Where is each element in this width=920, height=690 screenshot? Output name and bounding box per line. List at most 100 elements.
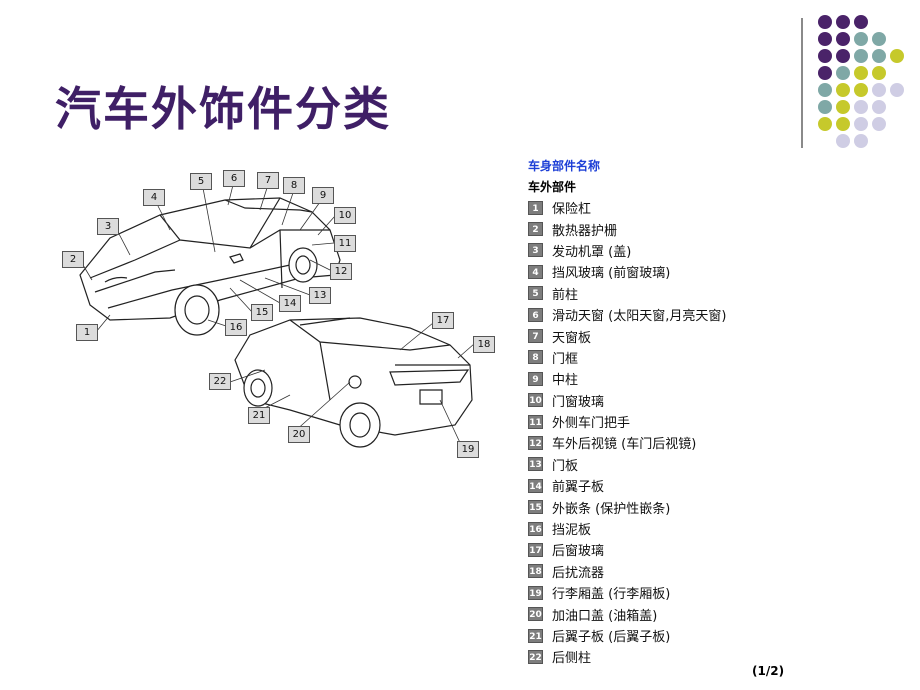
legend-label: 保险杠 bbox=[552, 202, 592, 218]
legend-item: 14 前翼子板 bbox=[528, 475, 808, 496]
legend-item: 19 行李厢盖 (行李厢板) bbox=[528, 582, 808, 603]
dot bbox=[818, 117, 832, 131]
dot bbox=[854, 83, 868, 97]
dot bbox=[872, 66, 886, 80]
diagram-label-1: 1 bbox=[76, 324, 98, 341]
legend-label: 散热器护栅 bbox=[552, 223, 618, 239]
leader-lines bbox=[82, 184, 475, 448]
diagram-label-15: 15 bbox=[251, 304, 273, 321]
legend-number-badge: 8 bbox=[528, 350, 543, 365]
diagram-label-10: 10 bbox=[334, 207, 356, 224]
legend-number-badge: 17 bbox=[528, 542, 543, 557]
legend-number-badge: 2 bbox=[528, 222, 543, 237]
legend-number-badge: 19 bbox=[528, 585, 543, 600]
dot bbox=[836, 83, 850, 97]
dot bbox=[890, 49, 904, 63]
legend-label: 行李厢盖 (行李厢板) bbox=[552, 587, 671, 603]
dot bbox=[818, 66, 832, 80]
legend-label: 门框 bbox=[552, 351, 579, 367]
front-car-outline bbox=[79, 197, 341, 336]
diagram-label-20: 20 bbox=[288, 426, 310, 443]
diagram-label-21: 21 bbox=[248, 407, 270, 424]
dot bbox=[836, 66, 850, 80]
legend-label: 前柱 bbox=[552, 287, 579, 303]
diagram-label-18: 18 bbox=[473, 336, 495, 353]
dot bbox=[854, 66, 868, 80]
dot bbox=[872, 83, 886, 97]
legend-item: 1 保险杠 bbox=[528, 197, 808, 218]
legend-subheading: 车外部件 bbox=[528, 180, 577, 194]
legend-label: 车外后视镜 (车门后视镜) bbox=[552, 437, 697, 453]
dot bbox=[854, 15, 868, 29]
legend-label: 挡风玻璃 (前窗玻璃) bbox=[552, 266, 671, 282]
diagram-label-11: 11 bbox=[334, 235, 356, 252]
legend-item: 21 后翼子板 (后翼子板) bbox=[528, 625, 808, 646]
legend-number-badge: 13 bbox=[528, 457, 543, 472]
dot bbox=[818, 49, 832, 63]
dot bbox=[872, 117, 886, 131]
diagram-label-13: 13 bbox=[309, 287, 331, 304]
page-title: 汽车外饰件分类 bbox=[55, 82, 391, 136]
car-diagram: 1 2 3 4 5 6 7 8 9 10 11 12 13 14 15 16 1… bbox=[50, 160, 510, 460]
diagram-label-7: 7 bbox=[257, 172, 279, 189]
legend-number-badge: 16 bbox=[528, 521, 543, 536]
page-number: (1/2) bbox=[752, 664, 785, 678]
diagram-label-3: 3 bbox=[97, 218, 119, 235]
legend-number-badge: 5 bbox=[528, 286, 543, 301]
legend-label: 滑动天窗 (太阳天窗,月亮天窗) bbox=[552, 309, 727, 325]
dot bbox=[872, 32, 886, 46]
dot bbox=[854, 49, 868, 63]
diagram-label-4: 4 bbox=[143, 189, 165, 206]
dot bbox=[836, 15, 850, 29]
dot bbox=[836, 100, 850, 114]
legend-label: 前翼子板 bbox=[552, 480, 605, 496]
legend-label: 后扰流器 bbox=[552, 565, 605, 581]
legend-label: 发动机罩 (盖) bbox=[552, 244, 632, 260]
legend-number-badge: 14 bbox=[528, 478, 543, 493]
dot bbox=[836, 117, 850, 131]
legend-item: 18 后扰流器 bbox=[528, 561, 808, 582]
legend-label: 中柱 bbox=[552, 373, 579, 389]
legend-number-badge: 3 bbox=[528, 243, 543, 258]
legend-label: 加油口盖 (油箱盖) bbox=[552, 608, 658, 624]
legend-number-badge: 4 bbox=[528, 264, 543, 279]
diagram-label-2: 2 bbox=[62, 251, 84, 268]
legend-number-badge: 15 bbox=[528, 500, 543, 515]
legend-label: 后窗玻璃 bbox=[552, 544, 605, 560]
dot bbox=[872, 49, 886, 63]
legend-label: 后翼子板 (后翼子板) bbox=[552, 630, 671, 645]
divider-line bbox=[801, 18, 803, 148]
dot bbox=[818, 32, 832, 46]
legend-number-badge: 20 bbox=[528, 607, 543, 622]
diagram-label-9: 9 bbox=[312, 187, 334, 204]
dot bbox=[890, 83, 904, 97]
legend-item: 20 加油口盖 (油箱盖) bbox=[528, 603, 808, 624]
legend-number-badge: 18 bbox=[528, 564, 543, 579]
legend-number-badge: 1 bbox=[528, 200, 543, 215]
dot bbox=[854, 134, 868, 148]
legend-number-badge: 21 bbox=[528, 628, 543, 643]
diagram-label-22: 22 bbox=[209, 373, 231, 390]
legend-item: 5 前柱 bbox=[528, 283, 808, 304]
dot bbox=[854, 32, 868, 46]
diagram-label-17: 17 bbox=[432, 312, 454, 329]
diagram-label-14: 14 bbox=[279, 295, 301, 312]
legend-number-badge: 11 bbox=[528, 414, 543, 429]
dot bbox=[818, 100, 832, 114]
legend-item: 17 后窗玻璃 bbox=[528, 539, 808, 560]
diagram-label-5: 5 bbox=[190, 173, 212, 190]
diagram-label-8: 8 bbox=[283, 177, 305, 194]
legend-item: 4 挡风玻璃 (前窗玻璃) bbox=[528, 261, 808, 282]
legend-label: 门窗玻璃 bbox=[552, 394, 605, 410]
rear-car-outline bbox=[234, 317, 473, 448]
diagram-label-19: 19 bbox=[457, 441, 479, 458]
legend-label: 外侧车门把手 bbox=[552, 416, 631, 432]
